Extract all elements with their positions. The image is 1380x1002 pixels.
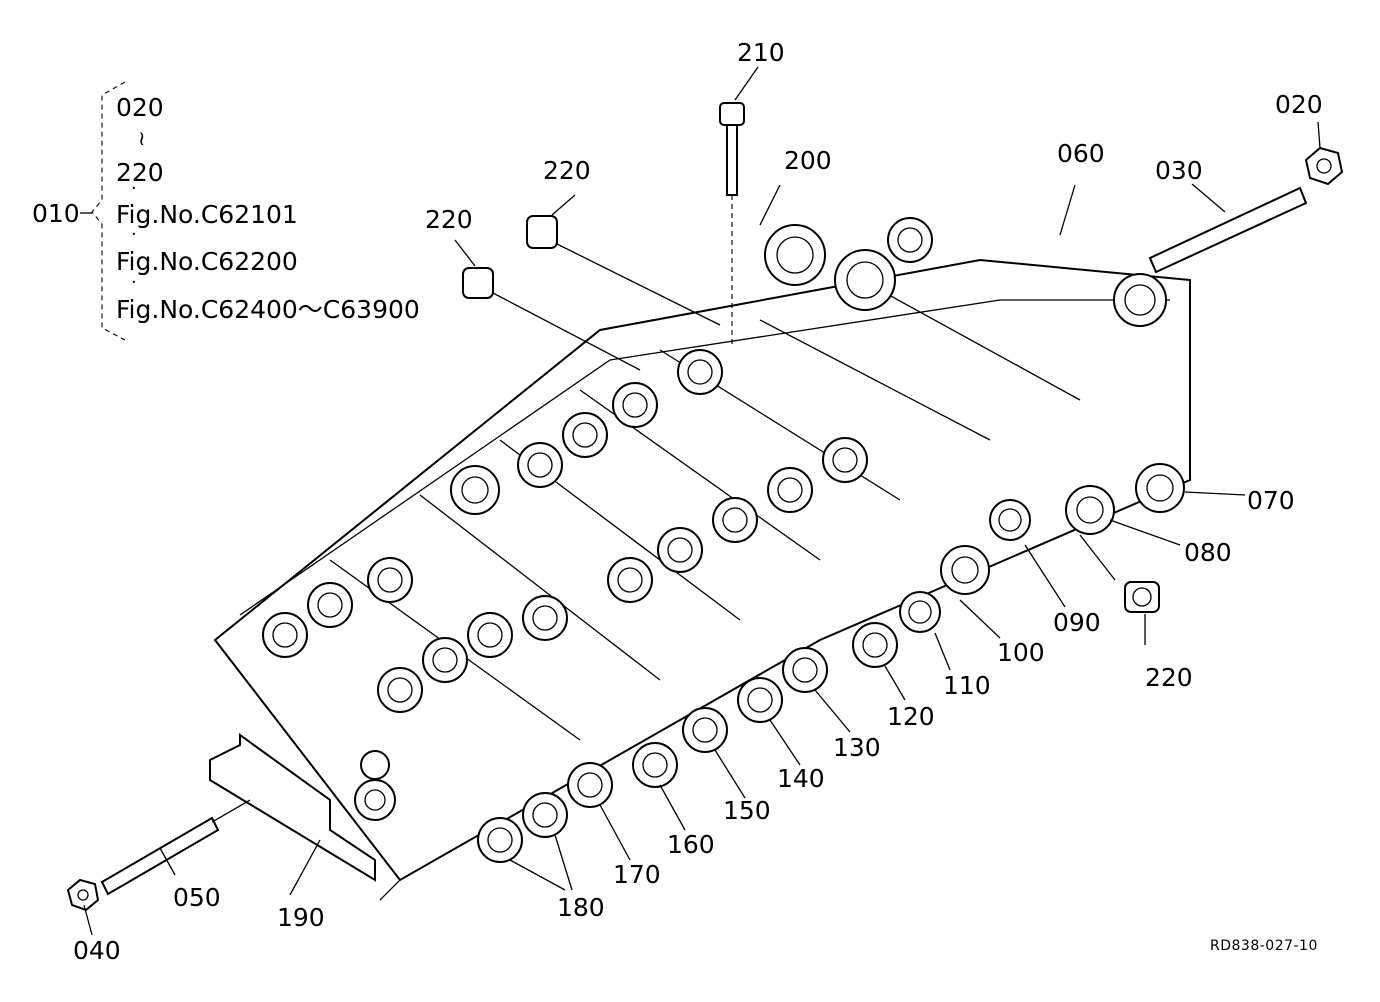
callout-180: 180 <box>557 893 605 922</box>
callout-220-a: 220 <box>543 156 591 185</box>
legend-line: Fig.No.C62101 <box>116 200 298 229</box>
bolt-210 <box>719 102 745 345</box>
callout-190: 190 <box>277 903 325 932</box>
callout-130: 130 <box>833 733 881 762</box>
callout-120: 120 <box>887 702 935 731</box>
callout-070: 070 <box>1247 486 1295 515</box>
callout-160: 160 <box>667 830 715 859</box>
legend-line: · <box>131 224 137 245</box>
drawing-reference: RD838-027-10 <box>1210 938 1318 954</box>
legend-line: · <box>131 272 137 293</box>
callout-040: 040 <box>73 936 121 965</box>
plug-220-mid <box>526 215 721 326</box>
legend-line: ≀ <box>138 126 146 150</box>
callout-200: 200 <box>784 146 832 175</box>
nut-040 <box>66 878 100 912</box>
legend-line: 020 <box>116 93 164 122</box>
front-fittings <box>354 463 1185 863</box>
callout-110: 110 <box>943 671 991 700</box>
legend-line: · <box>131 178 137 199</box>
nut-020 <box>1304 146 1344 186</box>
leader-lines <box>83 66 1321 936</box>
legend-line: 220 <box>116 158 164 187</box>
legend-line: Fig.No.C62400～C63900 <box>116 295 420 324</box>
tie-rod-050 <box>100 799 251 896</box>
callout-050: 050 <box>173 883 221 912</box>
top-ports <box>262 217 1167 713</box>
plug-220-left <box>462 267 641 371</box>
legend-line: Fig.No.C62200 <box>116 247 298 276</box>
callout-150: 150 <box>723 796 771 825</box>
callout-090: 090 <box>1053 608 1101 637</box>
legend-brace <box>80 81 126 341</box>
legend-main-ref: 010 <box>32 199 80 228</box>
callout-220-c: 220 <box>1145 663 1193 692</box>
callout-030: 030 <box>1155 156 1203 185</box>
callout-020-top: 020 <box>1275 90 1323 119</box>
end-plate <box>209 733 376 882</box>
callout-060: 060 <box>1057 139 1105 168</box>
tie-rod-030 <box>1148 186 1308 274</box>
callout-210: 210 <box>737 38 785 67</box>
callout-080: 080 <box>1184 538 1232 567</box>
callout-220-b: 220 <box>425 205 473 234</box>
callout-100: 100 <box>997 638 1045 667</box>
callout-140: 140 <box>777 764 825 793</box>
callout-170: 170 <box>613 860 661 889</box>
plug-220-right <box>1124 581 1160 613</box>
